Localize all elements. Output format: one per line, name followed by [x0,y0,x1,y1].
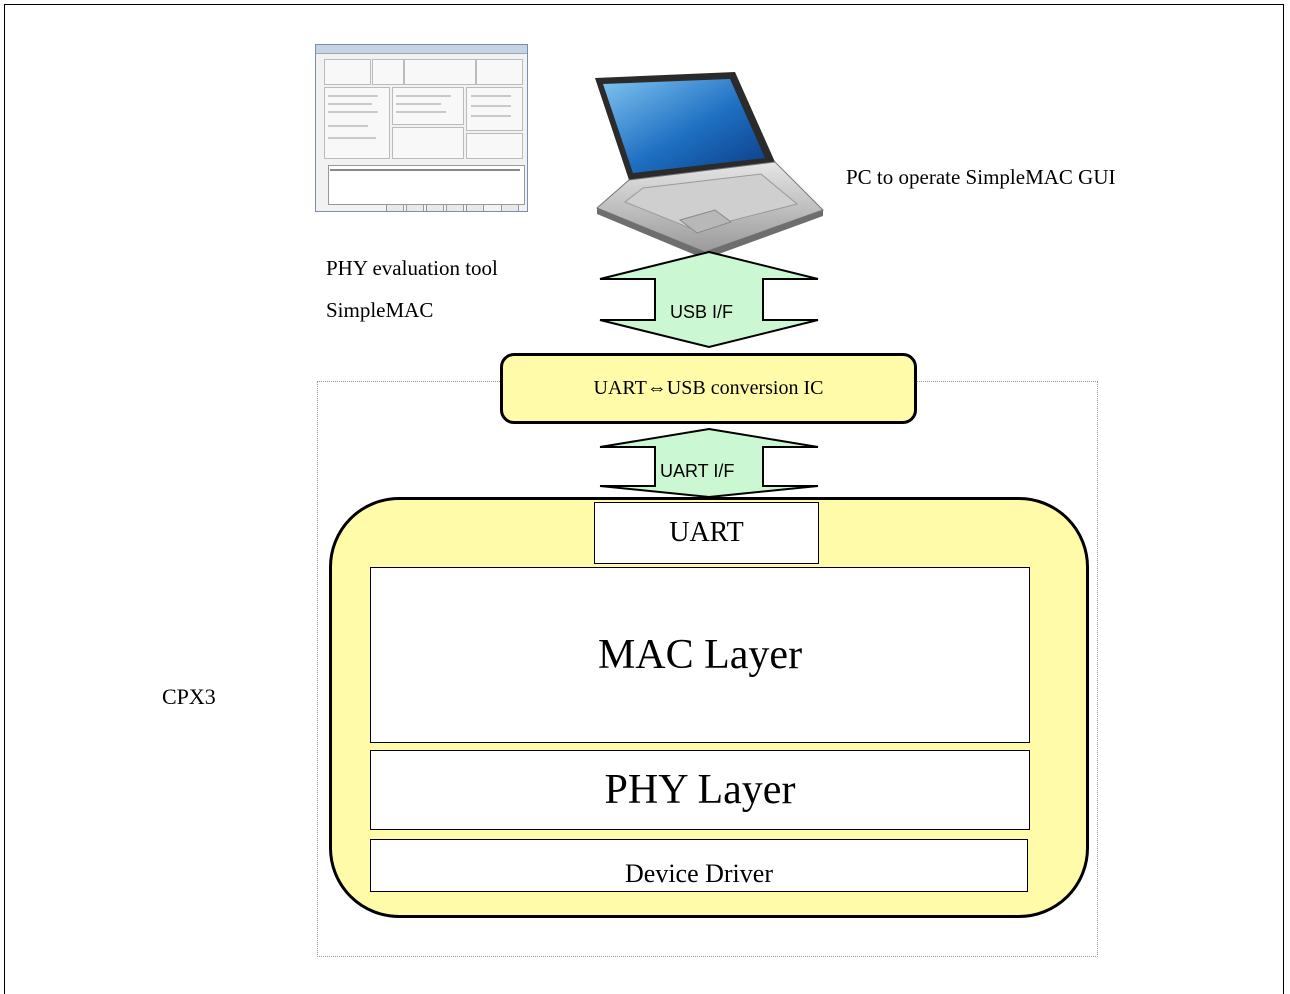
cpx3-label: CPX3 [162,684,216,709]
tool-label-line1: PHY evaluation tool [326,256,498,280]
uart-block: UART [594,502,819,564]
laptop-icon [595,72,824,259]
usb-if-label: USB I/F [670,302,734,322]
simplemac-gui-screenshot [315,44,528,212]
phy-layer-block: PHY Layer [370,750,1030,830]
uart-usb-conversion-ic: UART⇔USB conversion IC [500,353,917,424]
tool-label-line2: SimpleMAC [326,298,434,322]
pc-label: PC to operate SimpleMAC GUI [846,165,1116,189]
figure-frame [4,4,1284,994]
uart-if-label: UART I/F [660,461,735,481]
mac-layer-block: MAC Layer [370,567,1030,743]
device-driver-block: Device Driver [370,839,1028,892]
usb-if-arrow [599,250,819,349]
